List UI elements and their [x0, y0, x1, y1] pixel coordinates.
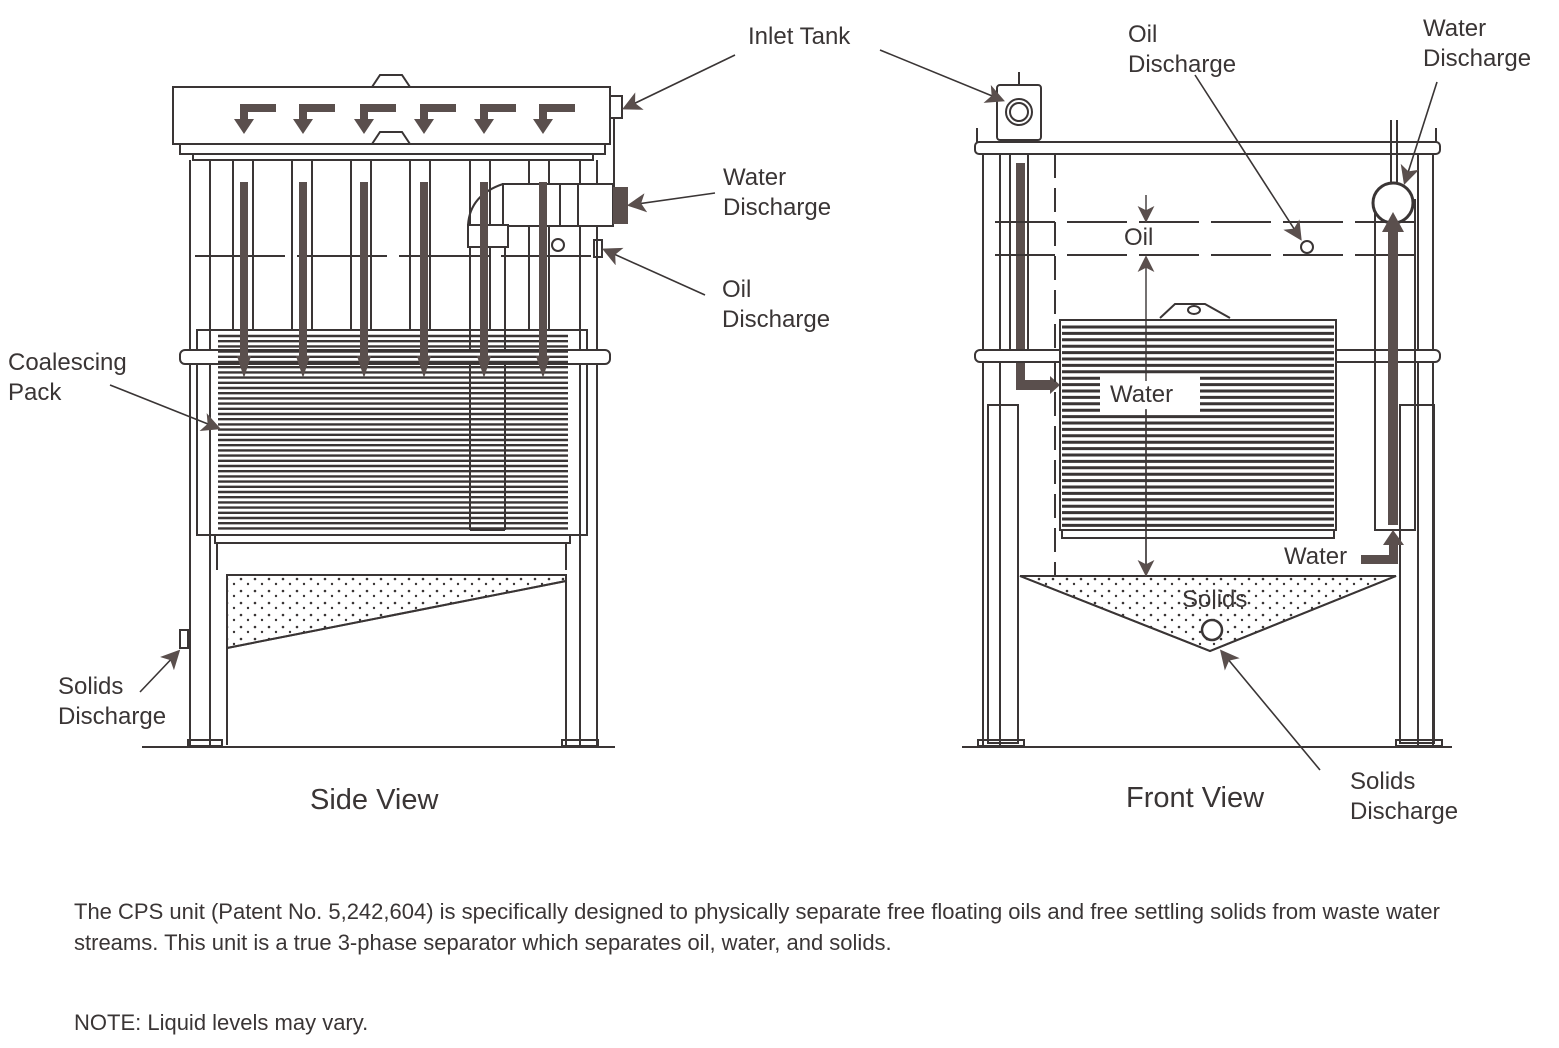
label-front-water-discharge: Water Discharge: [1423, 15, 1532, 72]
downflow-arrowhead: [357, 356, 371, 378]
downflow-arrowhead: [477, 356, 491, 378]
leader-inlet-tank: [622, 54, 736, 110]
front-inlet-tank: [996, 84, 1042, 141]
inlet-flow-arrow: [474, 104, 516, 134]
front-oil-outlet: [1300, 240, 1314, 254]
downflow-arrowhead: [417, 356, 431, 378]
inlet-nozzle: [609, 95, 623, 119]
downflow-shaft: [480, 182, 488, 358]
downflow-shaft: [420, 182, 428, 358]
label-front-solids-discharge: Solids Discharge: [1350, 768, 1459, 825]
side-downflow-arrows: [237, 182, 550, 378]
downflow-shaft: [360, 182, 368, 358]
leader-coalescing-pack: [109, 384, 221, 432]
label-coalescing-pack: Coalescing Pack: [8, 349, 127, 406]
leader-front-water-discharge: [1400, 81, 1438, 186]
label-water-outlet: Water: [1284, 543, 1348, 570]
front-solids-outlet: [1200, 618, 1224, 642]
leader-side-water-discharge: [626, 192, 716, 213]
downflow-shaft: [240, 182, 248, 358]
inlet-flow-arrow: [293, 104, 335, 134]
leader-front-oil-discharge: [1194, 74, 1302, 241]
inlet-flow-arrow: [533, 104, 575, 134]
leader-front-inlet-tank: [879, 49, 1005, 103]
label-water-layer: Water: [1104, 381, 1180, 409]
label-solids-layer: Solids: [1182, 586, 1248, 613]
label-front-oil-discharge: Oil Discharge: [1128, 21, 1237, 78]
front-view: [962, 72, 1452, 748]
label-side-water-discharge: Water Discharge: [723, 164, 832, 221]
label-side-solids-discharge: Solids Discharge: [58, 673, 167, 730]
side-inlet-flow-arrows: [234, 104, 575, 134]
note-text: NOTE: Liquid levels may vary.: [74, 1010, 369, 1035]
inlet-tank-handle: [371, 74, 411, 88]
label-oil-layer: Oil: [1120, 224, 1158, 252]
label-side-oil-discharge: Oil Discharge: [722, 276, 831, 333]
downflow-shaft: [299, 182, 307, 358]
side-oil-outlet: [551, 238, 565, 252]
front-coalescing-pack: [1059, 319, 1337, 531]
leader-side-solids-discharge: [139, 649, 181, 693]
side-solids-outlet: [179, 629, 189, 649]
description-text: The CPS unit (Patent No. 5,242,604) is s…: [74, 899, 1440, 955]
leader-front-solids-discharge: [1219, 649, 1321, 771]
side-view: [142, 74, 628, 748]
inlet-flow-arrow: [354, 104, 396, 134]
downflow-arrowhead: [536, 356, 550, 378]
front-coalescing-plates: [1062, 325, 1334, 527]
inlet-flow-arrow: [414, 104, 456, 134]
inlet-flow-arrow: [234, 104, 276, 134]
downflow-shaft: [539, 182, 547, 358]
side-coalescing-plates: [218, 334, 568, 530]
label-inlet-tank: Inlet Tank: [748, 23, 851, 50]
front-view-title: Front View: [1126, 782, 1265, 814]
side-view-title: Side View: [310, 784, 439, 816]
leader-side-oil-discharge: [602, 247, 706, 296]
downflow-arrowhead: [237, 356, 251, 378]
downflow-arrowhead: [296, 356, 310, 378]
